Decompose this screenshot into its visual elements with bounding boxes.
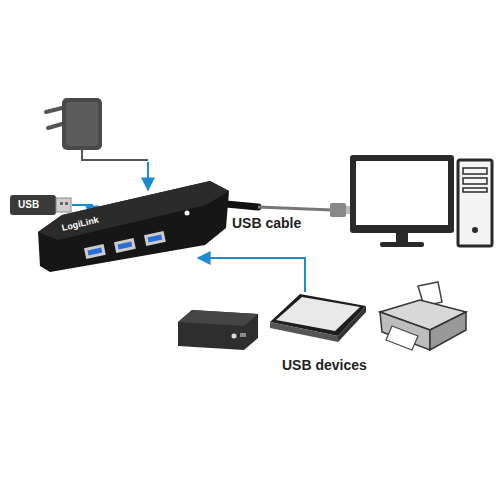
printer [380,282,466,350]
devices-label: USB devices [282,357,367,373]
power-bank [178,310,258,350]
cable-label: USB cable [232,215,301,231]
usb-cable [226,203,354,217]
usb-hub: LogiLink [40,218,225,268]
pc-tower [458,160,492,246]
usb-stick: USB [10,195,72,215]
power-adapter [46,98,148,190]
node-text: USB [18,199,39,211]
scanner [270,294,366,342]
devices-arrow [198,258,305,292]
monitor [350,155,454,247]
